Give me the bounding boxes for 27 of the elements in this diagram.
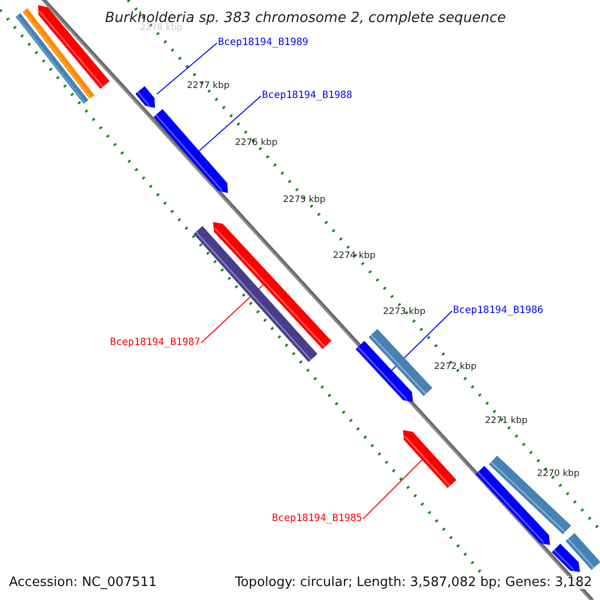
gene-label: Bcep18194_B1988 <box>262 91 352 101</box>
scale-label: 2270 kbp <box>537 470 580 478</box>
gene-feature <box>356 340 413 402</box>
scale-label: 2275 kbp <box>283 196 326 204</box>
leader-line <box>200 284 264 344</box>
gene-label: Bcep18194_B1989 <box>218 38 308 48</box>
scale-label: 2273 kbp <box>383 308 426 316</box>
scale-label: 2277 kbp <box>187 82 230 90</box>
gene-feature <box>16 13 88 104</box>
map-title: Burkholderia sp. 383 chromosome 2, complete sequence <box>105 11 506 25</box>
gene-feature <box>135 86 155 108</box>
accession-note: Accession: NC_007511 <box>9 576 157 588</box>
topology-note: Topology: circular; Length: 3,587,082 bp; Genes: 3,182 <box>235 576 592 588</box>
scale-label: 2272 kbp <box>434 362 476 372</box>
gene-label: Bcep18194_B1985 <box>272 514 362 524</box>
leader-line <box>156 42 218 94</box>
gene-feature <box>566 533 600 570</box>
leader-line <box>390 310 452 372</box>
scale-label: 2271 kbp <box>485 416 528 426</box>
scale-label: 2274 kbp <box>333 252 376 260</box>
gene-feature <box>402 430 456 488</box>
gene-feature <box>153 109 228 193</box>
leader-line <box>198 96 262 152</box>
gene-label: Bcep18194_B1987 <box>110 338 200 348</box>
gene-label: Bcep18194_B1986 <box>453 306 544 316</box>
gene-feature <box>552 544 580 572</box>
leader-line <box>362 458 424 520</box>
